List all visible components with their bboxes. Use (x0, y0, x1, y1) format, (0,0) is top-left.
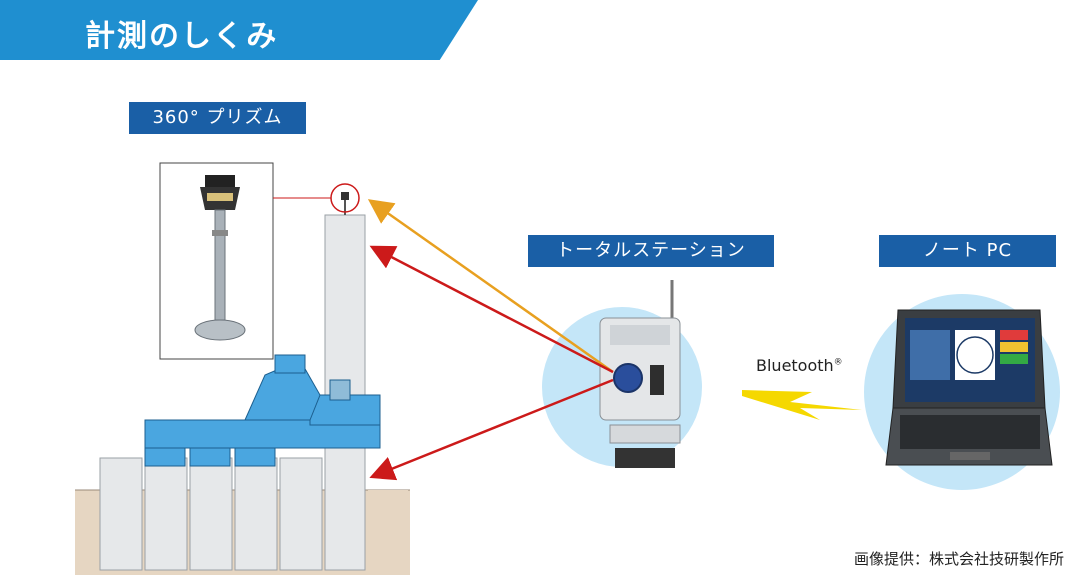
prism-on-pile (330, 183, 360, 215)
arrow-to-pile-base-red (369, 378, 614, 481)
laptop-device (885, 309, 1053, 466)
bluetooth-label: Bluetooth® (756, 356, 843, 375)
bluetooth-text: Bluetooth (756, 356, 834, 375)
arrow-to-prism-orange (367, 199, 614, 374)
bluetooth-bolt (742, 390, 862, 420)
page-title: 計測のしくみ (85, 19, 279, 54)
total-station-label: トータルステーション (528, 235, 774, 267)
registered-mark: ® (833, 357, 843, 368)
sheet-piles (99, 214, 408, 571)
pile-press-machine (144, 354, 381, 467)
title-banner (0, 0, 478, 60)
pc-label: ノート PC (879, 235, 1056, 267)
prism-label: 360° プリズム (129, 102, 306, 134)
prism-photo (159, 162, 331, 360)
measurement-arrows (367, 199, 614, 481)
arrow-to-pile-red (369, 245, 614, 374)
image-credit: 画像提供：株式会社技研製作所 (853, 550, 1064, 568)
total-station-device (599, 280, 681, 468)
